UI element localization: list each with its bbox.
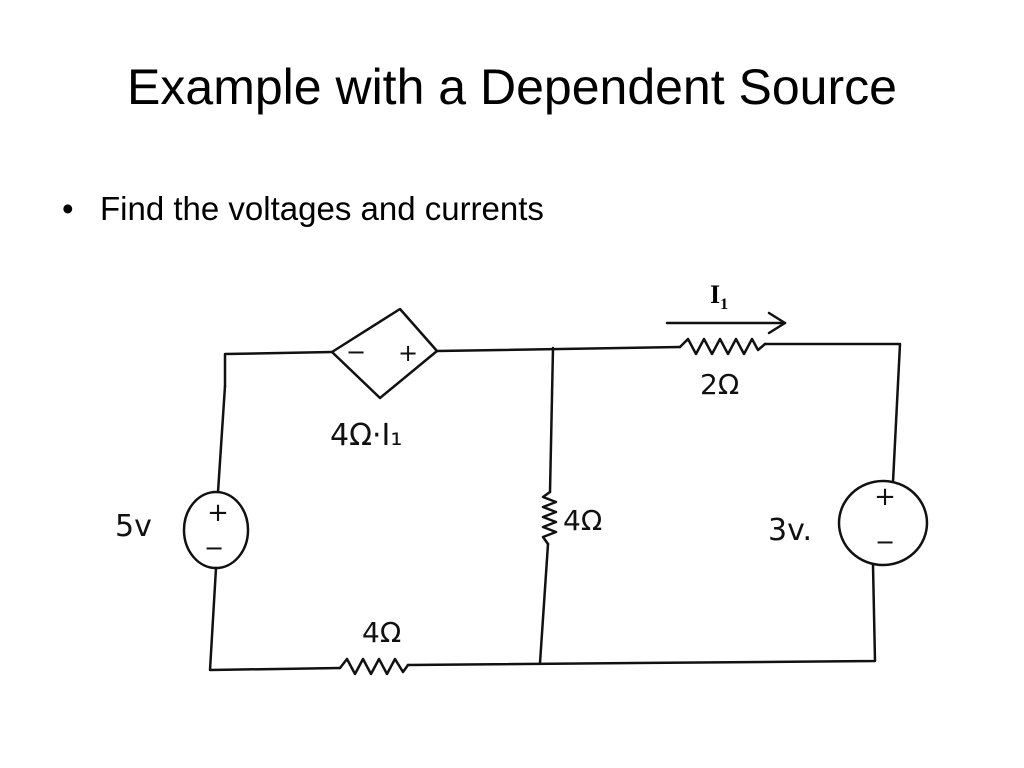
top-wire-middle — [435, 345, 682, 353]
resistor-bottom-zigzag — [338, 657, 410, 676]
right-voltage-source — [837, 479, 929, 567]
left-source-minus-sign: − — [204, 534, 224, 562]
current-arrowhead — [767, 311, 787, 335]
bullet-dot: • — [62, 190, 74, 227]
dependent-source-label: 4Ω·I₁ — [330, 418, 402, 453]
right-source-label: 3v. — [768, 513, 812, 548]
top-wire-left — [223, 350, 334, 388]
resistor-bottom-label: 4Ω — [362, 616, 401, 649]
middle-wire-upper — [548, 346, 555, 494]
right-source-minus-sign: − — [875, 528, 895, 556]
resistor-top-label: 2Ω — [700, 368, 739, 401]
current-label-main: I — [710, 280, 720, 309]
current-label: I1 — [710, 280, 728, 313]
bottom-wire-right — [406, 563, 877, 667]
bullet-text: Find the voltages and currents — [100, 190, 544, 227]
left-source-plus-sign: + — [207, 498, 229, 528]
dependent-plus-sign: + — [398, 339, 418, 367]
slide-title: Example with a Dependent Source — [127, 59, 897, 115]
left-source-label: 5v — [115, 509, 152, 544]
left-wire-lower — [208, 566, 342, 672]
resistor-middle-label: 4Ω — [563, 504, 602, 537]
left-voltage-source — [182, 490, 250, 570]
left-wire-upper — [216, 384, 227, 494]
dependent-minus-sign: − — [346, 338, 366, 366]
right-source-plus-sign: + — [874, 482, 896, 512]
bullet-item: • Find the voltages and currents — [62, 192, 544, 225]
dependent-source-diamond — [330, 307, 439, 400]
top-wire-right — [763, 342, 902, 484]
resistor-middle-zigzag — [541, 490, 558, 546]
resistor-top-zigzag — [678, 337, 767, 356]
middle-wire-lower — [538, 542, 550, 665]
current-label-subscript: 1 — [720, 296, 728, 313]
